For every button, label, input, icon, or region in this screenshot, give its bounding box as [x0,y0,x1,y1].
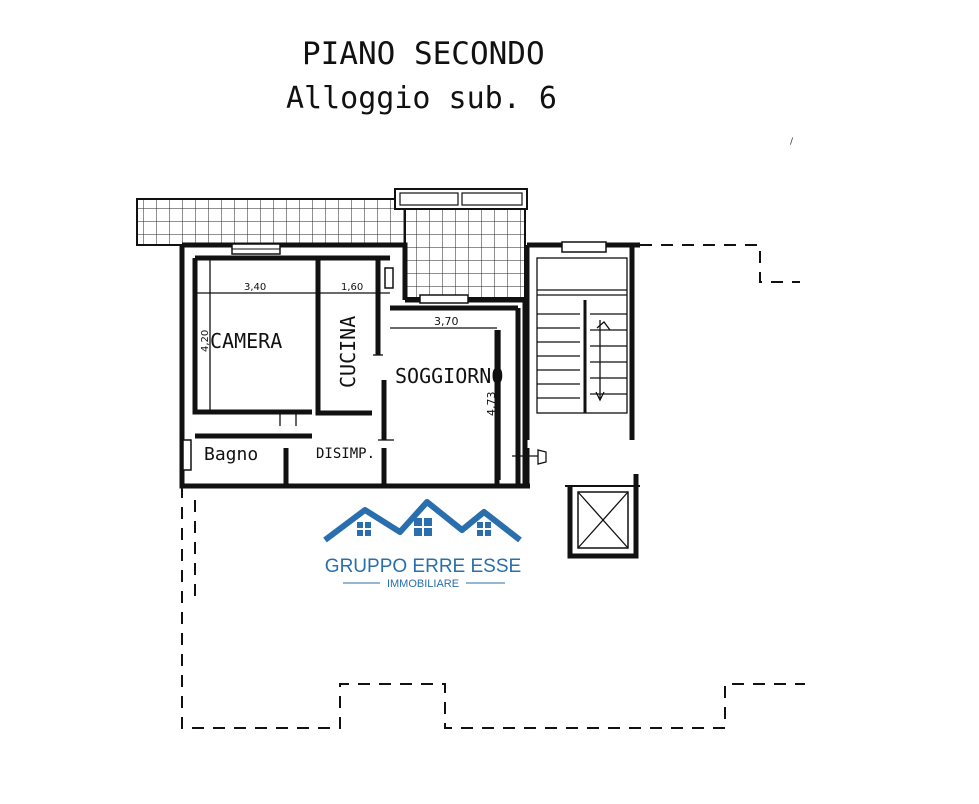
elevator-shaft [565,474,640,559]
logo-subtitle: IMMOBILIARE [387,578,459,590]
company-logo: GRUPPO ERRE ESSE IMMOBILIARE [323,499,522,590]
logo-name: GRUPPO ERRE ESSE [325,556,521,577]
dimension-lines [195,258,501,480]
room-label-soggiorno: SOGGIORNO [395,364,503,388]
dim-camera-width: 3,40 [244,282,266,293]
stairwell [512,241,640,486]
room-label-bagno: Bagno [204,444,258,465]
floor-title: PIANO SECONDO [302,36,545,72]
room-label-disimpegno: DISIMP. [316,446,375,462]
room-label-cucina: CUCINA [336,316,360,388]
corner-mark: / [790,137,794,147]
dashed-outlines [181,244,805,729]
dim-soggiorno-height: 4,73 [485,392,498,417]
balcony [136,188,528,299]
unit-subtitle: Alloggio sub. 6 [286,81,557,116]
dim-camera-height: 4,20 [200,330,211,352]
dim-soggiorno-width: 3,70 [434,315,459,328]
logo-window-icon [357,518,491,536]
window-marks [182,243,469,471]
room-label-camera: CAMERA [210,329,282,353]
dim-cucina-width: 1,60 [341,282,363,293]
